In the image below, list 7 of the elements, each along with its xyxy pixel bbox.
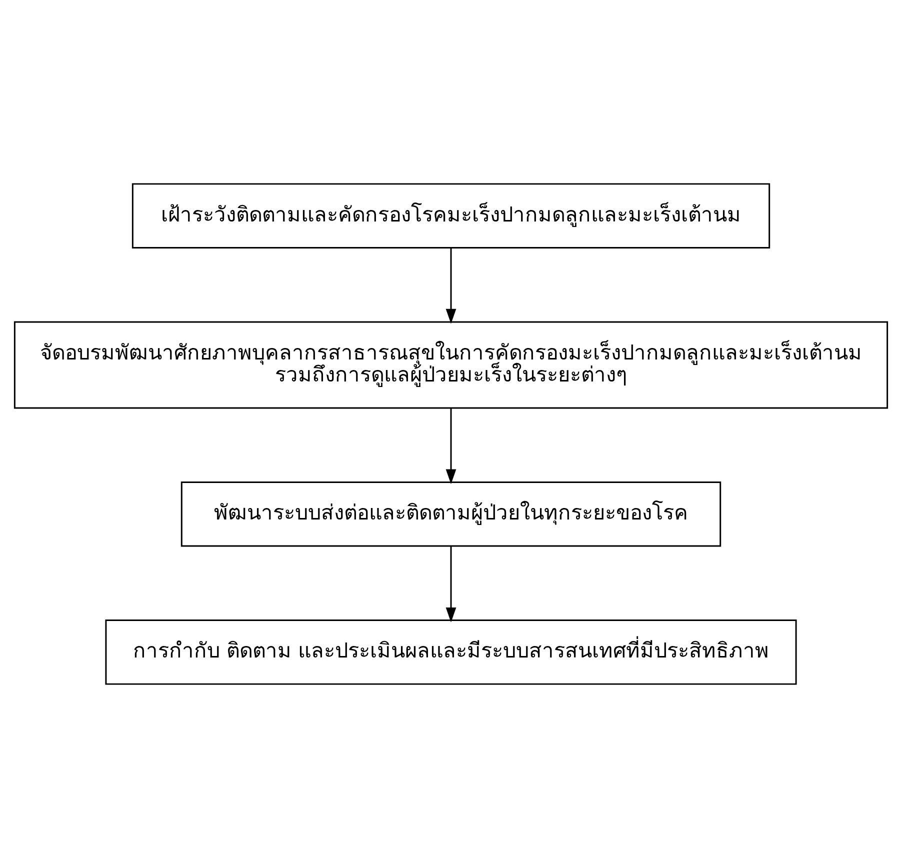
node-box: การกำกับ ติดตาม และประเมินผลและมีระบบสารสนเทศที่มีประสิทธิภาพ [105, 620, 797, 685]
node-box: พัฒนาระบบส่งต่อและติดตามผู้ป่วยในทุกระยะของโรค [180, 481, 722, 547]
arrow [446, 546, 456, 622]
node-box: จัดอบรมพัฒนาศักยภาพบุคลากรสาธารณสุขในการคัดกรองมะเร็งปากมดลูกและมะเร็งเต้านม รวมถึงการดูแลผู้ป่วยมะเร็งในระยะต่างๆ [14, 321, 888, 409]
node-box: เฝ้าระวังติดตามและคัดกรองโรคมะเร็งปากมดลูกและมะเร็งเต้านม [132, 183, 770, 248]
arrow [446, 408, 456, 484]
arrow [446, 248, 456, 324]
